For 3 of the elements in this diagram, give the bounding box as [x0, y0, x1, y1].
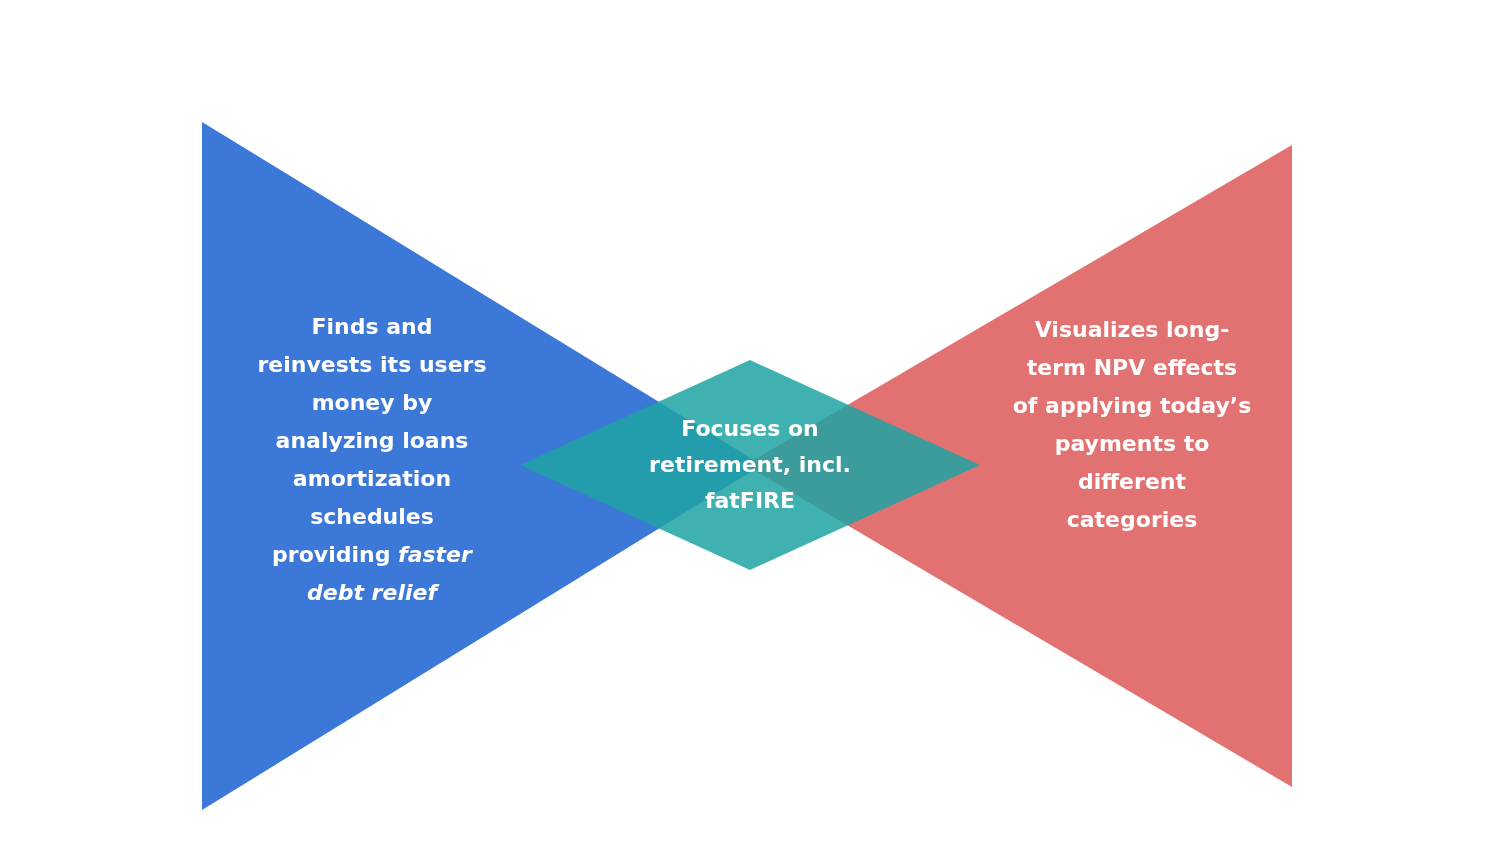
shape-text: Focuses on retirement, incl. fatFIRE — [648, 415, 852, 515]
shape-text: Finds and reinvests its users money by analyzing loans amortization schedules providing faster debt relief — [256, 313, 488, 607]
shape-text: Visualizes long-term NPV effects of applying today’s payments to different categories — [1012, 316, 1252, 534]
